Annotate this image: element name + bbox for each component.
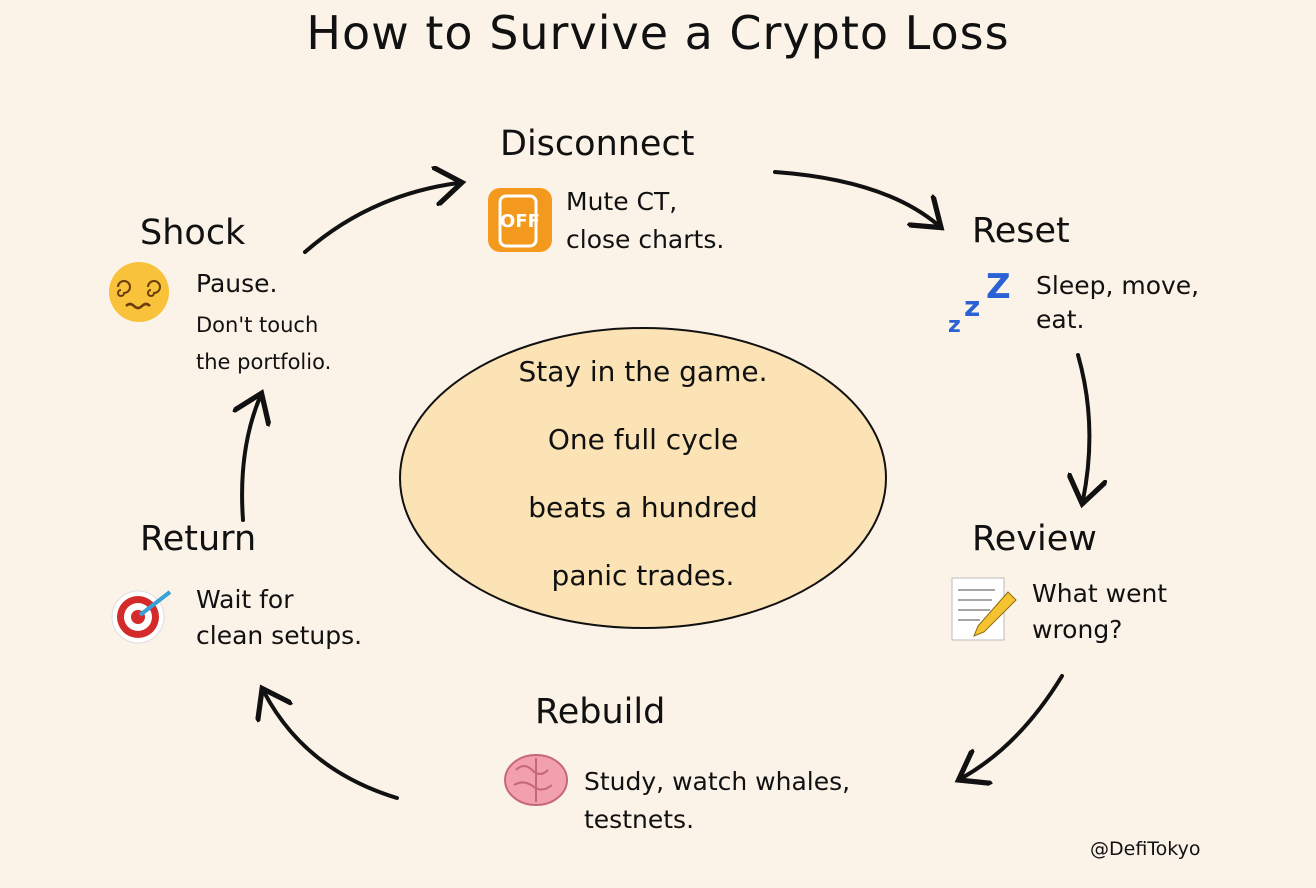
center-message: Stay in the game. One full cycle beats a… <box>400 338 886 610</box>
step-review-line-1: What went <box>1032 579 1168 608</box>
zzz-sleep-icon: z z Z <box>948 267 1011 338</box>
step-shock-text: Pause. <box>196 269 278 298</box>
phone-off-icon: OFF <box>488 188 552 252</box>
svg-text:OFF: OFF <box>500 211 540 232</box>
arrow-rebuild-to-return <box>264 692 399 800</box>
step-review-title: Review <box>972 519 1097 559</box>
svg-text:Z: Z <box>986 267 1011 307</box>
center-line-3: beats a hundred <box>528 491 758 524</box>
step-rebuild-line-1: Study, watch whales, <box>584 767 851 796</box>
step-shock-title: Shock <box>140 213 246 253</box>
step-reset-line-1: Sleep, move, <box>1036 271 1200 300</box>
arrow-shock-to-disconnect <box>303 183 458 254</box>
center-line-1: Stay in the game. <box>518 355 768 388</box>
center-line-4: panic trades. <box>551 559 735 592</box>
step-return-line-2: clean setups. <box>196 621 363 650</box>
center-ellipse <box>399 327 887 629</box>
arrow-review-to-rebuild <box>962 674 1064 778</box>
step-disconnect-line-2: close charts. <box>566 225 725 254</box>
step-return-title: Return <box>140 519 257 559</box>
arrow-reset-to-review <box>1078 353 1089 500</box>
step-shock-sub-1: Don't touch <box>196 313 319 337</box>
page-title: How to Survive a Crypto Loss <box>306 6 1010 60</box>
dizzy-face-icon <box>109 262 169 322</box>
step-shock-sub-2: the portfolio. <box>196 350 332 374</box>
step-reset-title: Reset <box>972 211 1070 251</box>
svg-text:z: z <box>964 290 980 323</box>
center-line-2: One full cycle <box>547 423 739 456</box>
arrow-disconnect-to-reset <box>773 170 938 225</box>
arrow-return-to-shock <box>242 397 260 522</box>
target-dart-icon <box>111 590 172 644</box>
step-review-line-2: wrong? <box>1032 615 1123 644</box>
step-reset-line-2: eat. <box>1036 305 1085 334</box>
step-rebuild-title: Rebuild <box>535 692 666 732</box>
svg-text:z: z <box>948 313 961 338</box>
credit-handle: @DefiTokyo <box>1090 838 1201 860</box>
step-disconnect-line-1: Mute CT, <box>566 187 678 216</box>
brain-icon <box>504 754 568 806</box>
step-disconnect-title: Disconnect <box>500 124 695 164</box>
memo-pencil-icon <box>951 577 1017 641</box>
step-rebuild-line-2: testnets. <box>584 805 695 834</box>
step-return-line-1: Wait for <box>196 585 294 614</box>
